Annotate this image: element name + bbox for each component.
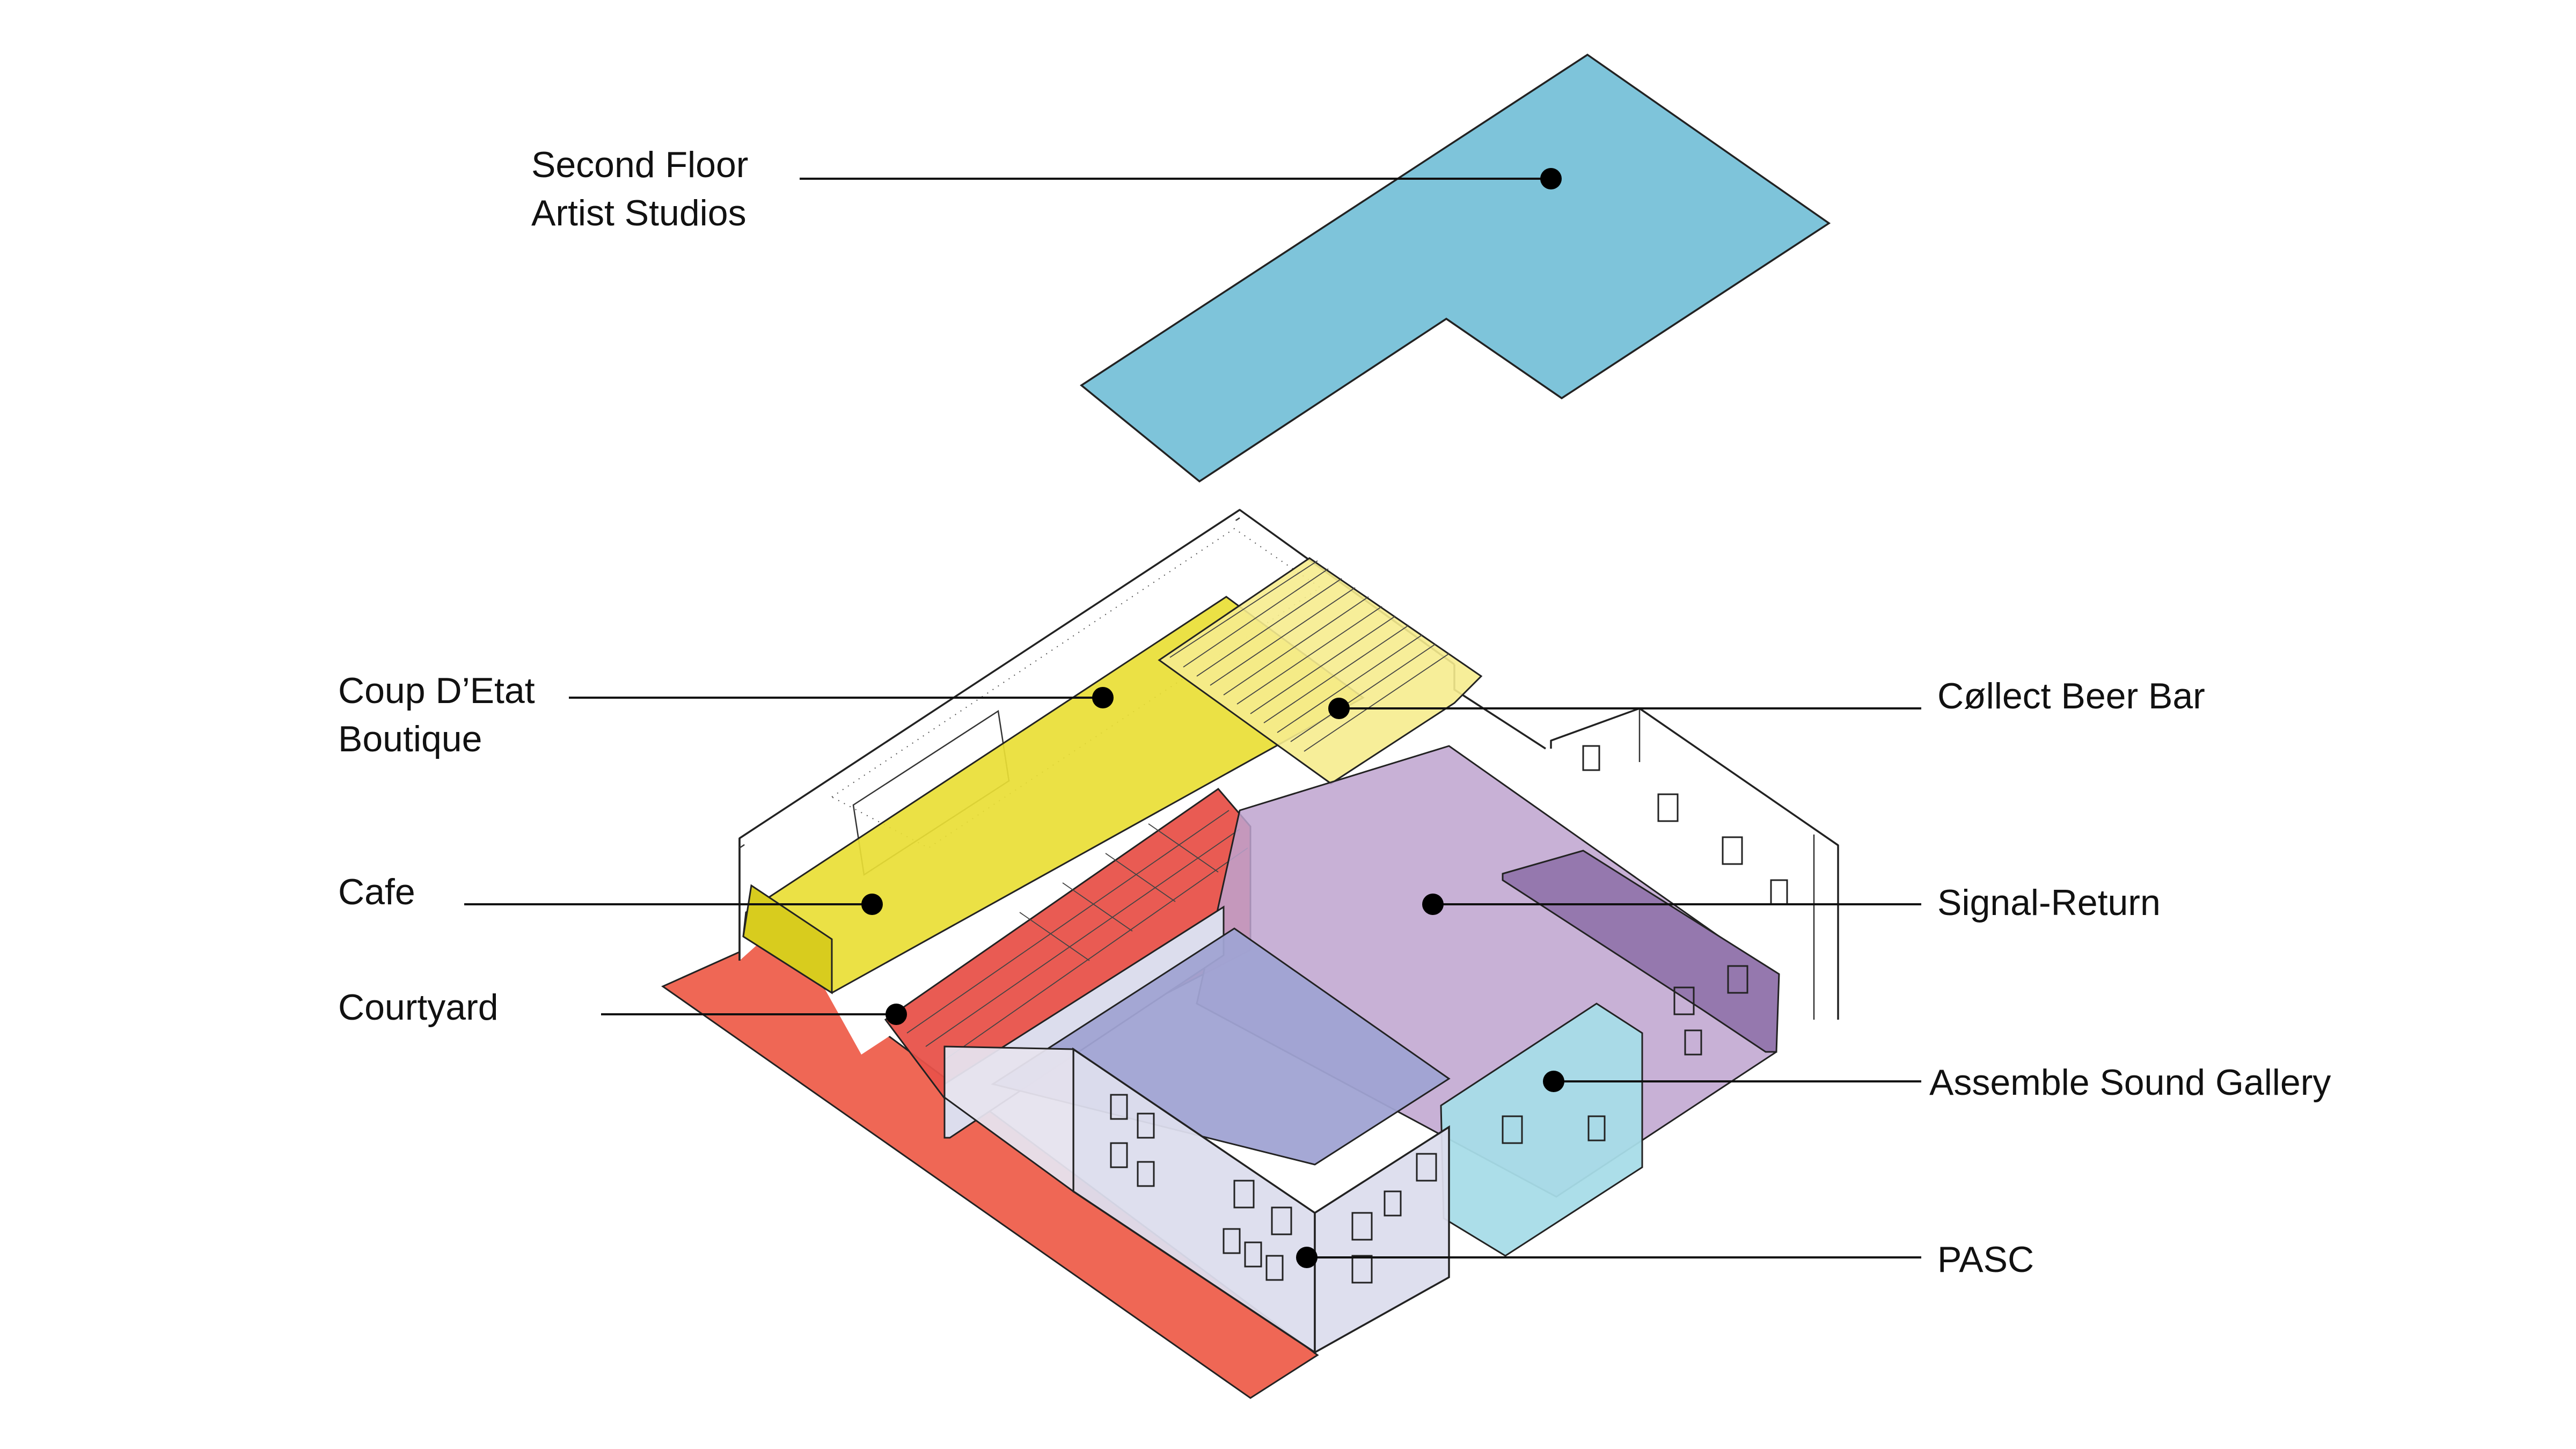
pasc-low-wall bbox=[943, 1045, 1074, 1193]
leader-courtyard bbox=[601, 1004, 907, 1025]
stairs bbox=[1169, 560, 1450, 752]
label-assemble-sound-gallery: Assemble Sound Gallery bbox=[1929, 1062, 2331, 1103]
label-second-floor-line2: Artist Studios bbox=[531, 193, 747, 233]
leader-cafe bbox=[464, 894, 883, 915]
second-floor-plate bbox=[1080, 53, 1831, 483]
label-pasc: PASC bbox=[1937, 1239, 2034, 1280]
signal-return-dark-room bbox=[1502, 850, 1780, 1053]
leader-assemble bbox=[1543, 1071, 1921, 1092]
label-coup-detat-line2: Boutique bbox=[338, 719, 482, 759]
leader-coup-detat bbox=[569, 687, 1114, 708]
label-signal-return: Signal-Return bbox=[1937, 882, 2161, 923]
roof-band bbox=[831, 528, 1321, 849]
label-coup-detat-line1: Coup D’Etat bbox=[338, 670, 535, 711]
label-courtyard: Courtyard bbox=[338, 987, 499, 1028]
label-collect-beer-bar: Cøllect Beer Bar bbox=[1937, 676, 2205, 716]
cafe-grid bbox=[906, 810, 1248, 1060]
leader-second-floor bbox=[800, 168, 1562, 189]
label-cafe: Cafe bbox=[338, 872, 415, 912]
leader-pasc bbox=[1296, 1247, 1921, 1268]
collect-beer-bar-zone bbox=[1158, 557, 1483, 785]
label-second-floor-line1: Second Floor bbox=[531, 144, 748, 185]
windows bbox=[1110, 745, 1788, 1284]
pasc-right-wall bbox=[1314, 1125, 1450, 1354]
leader-signal-return bbox=[1422, 894, 1921, 915]
leader-collect bbox=[1328, 698, 1921, 719]
